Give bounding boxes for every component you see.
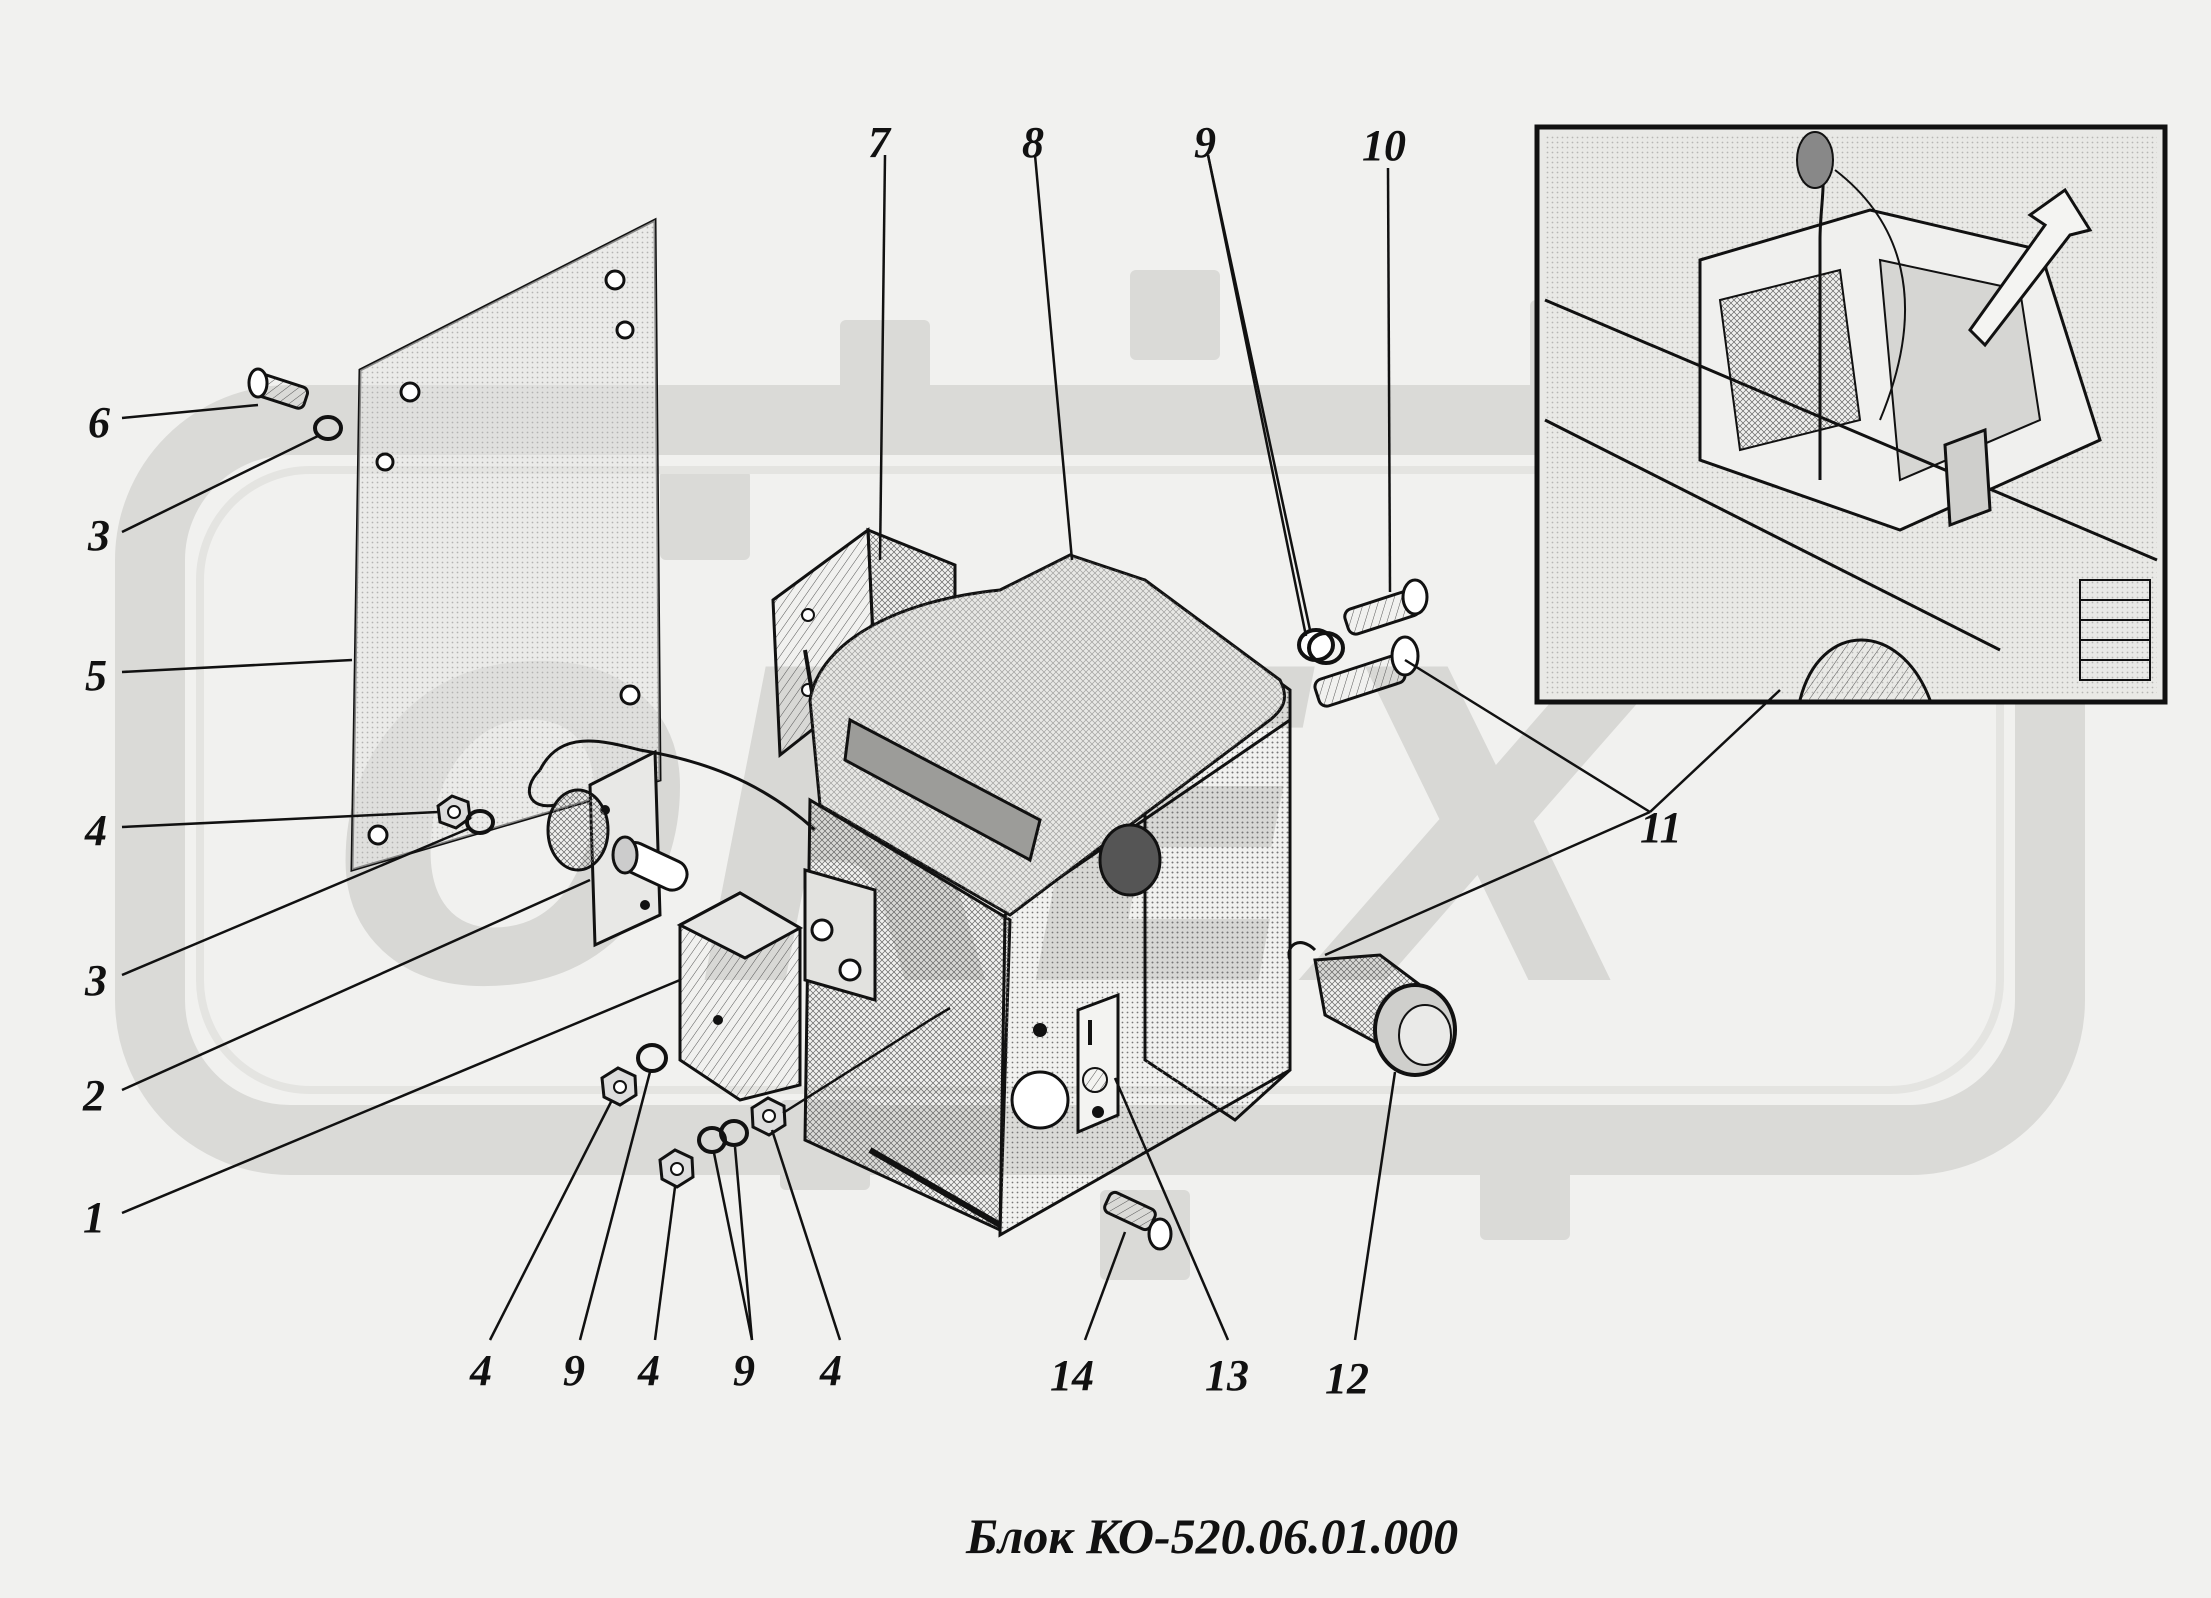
screw-14 [1103, 1190, 1173, 1251]
callout-11: 11 [1640, 803, 1682, 852]
callout-3-lower: 3 [84, 956, 107, 1005]
pointer-arrow-icon [1968, 187, 2093, 348]
callout-13: 13 [1205, 1351, 1249, 1400]
lamp-12 [1287, 941, 1457, 1077]
callout-1: 1 [83, 1193, 105, 1242]
callout-9-b: 9 [733, 1346, 755, 1395]
callout-4-plate: 4 [84, 806, 107, 855]
washer-9-c [719, 1119, 749, 1147]
callout-14: 14 [1050, 1351, 1094, 1400]
figure-caption: Блок КО-520.06.01.000 [965, 1508, 1458, 1564]
nut-4-c [750, 1096, 787, 1137]
screw-6 [247, 367, 310, 410]
washer-3-top [313, 415, 343, 441]
antenna-icon [1796, 131, 1834, 189]
callout-12: 12 [1325, 1354, 1369, 1403]
callout-4-c: 4 [819, 1346, 842, 1395]
callout-7: 7 [868, 118, 892, 167]
screw-10 [1343, 578, 1429, 636]
toggle-switch [527, 739, 817, 948]
callout-4-a: 4 [469, 1346, 492, 1395]
callout-6: 6 [88, 398, 110, 447]
callout-4-b: 4 [637, 1346, 660, 1395]
mounting-plate [350, 217, 662, 873]
callout-10: 10 [1362, 121, 1406, 170]
callout-labels: 6 3 5 4 3 2 1 7 8 9 10 11 4 9 4 9 4 14 1… [82, 118, 1682, 1403]
location-inset [1534, 124, 2168, 705]
washer-9-a [636, 1043, 668, 1073]
label-plate-13 [1076, 992, 1120, 1135]
washer-3-lower [465, 809, 495, 835]
leader-lines [121, 154, 1781, 1341]
callout-5: 5 [85, 651, 107, 700]
callout-8: 8 [1022, 118, 1044, 167]
cap-1 [676, 891, 804, 1102]
nut-4-b [658, 1148, 695, 1189]
callout-9-top: 9 [1194, 118, 1216, 167]
washer-9-right [1297, 628, 1345, 665]
callout-2: 2 [82, 1071, 105, 1120]
nut-4-plate [436, 794, 472, 830]
callout-9-a: 9 [563, 1346, 585, 1395]
housing-8 [803, 553, 1292, 1238]
callout-3-top: 3 [87, 511, 110, 560]
nut-4-a [600, 1066, 638, 1107]
